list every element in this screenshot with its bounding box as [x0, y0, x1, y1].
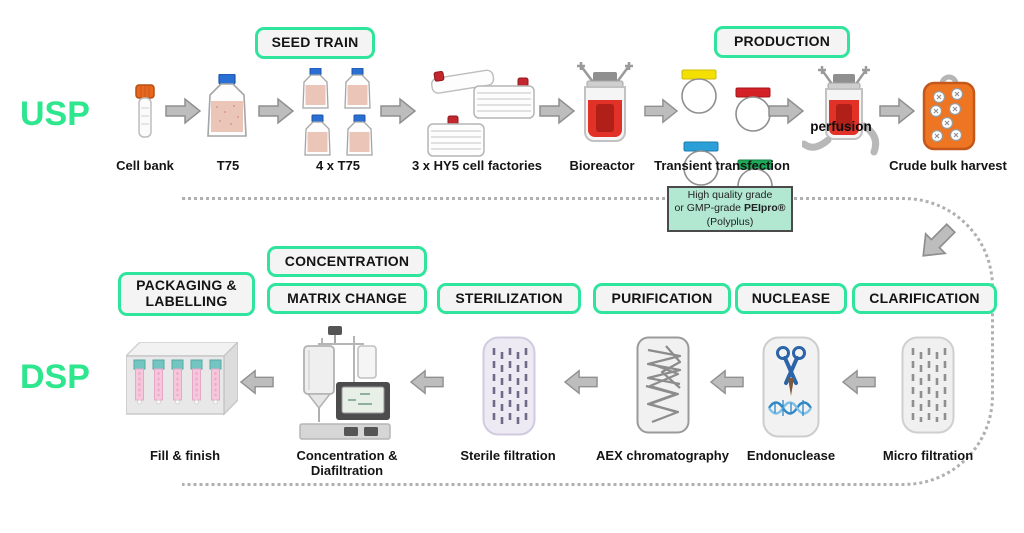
step-label-conc-diafiltration: Concentration & Diafiltration	[296, 448, 398, 479]
stage-packaging-labelling: PACKAGING & LABELLING	[118, 272, 255, 316]
step-label-transfection: Transient transfection	[654, 158, 790, 173]
step-label-sterile-filtration: Sterile filtration	[460, 448, 556, 463]
step-label-4xt75: 4 x T75	[315, 158, 361, 173]
flow-arrow-icon	[842, 369, 876, 395]
tff-skid-icon	[299, 326, 391, 440]
sterile-filter-icon	[482, 336, 536, 436]
pei-note-line3: (Polyplus)	[706, 215, 754, 228]
stage-seed-train: SEED TRAIN	[255, 27, 375, 59]
cell-bank-vial-icon	[135, 84, 155, 138]
dsp-section-label: DSP	[20, 358, 90, 396]
flow-arrow-icon	[564, 369, 598, 395]
step-label-bioreactor: Bioreactor	[569, 158, 635, 173]
bioreactor-icon	[577, 62, 633, 142]
stage-sterilization: STERILIZATION	[437, 283, 581, 314]
step-label-cell-bank: Cell bank	[116, 158, 174, 173]
step-label-aex: AEX chromatography	[596, 448, 729, 463]
pei-note-line2: or GMP-grade PEIpro®	[674, 202, 786, 215]
flow-arrow-icon	[539, 97, 575, 125]
pei-note-line1: High quality grade	[687, 189, 773, 202]
stage-matrix-change: MATRIX CHANGE	[267, 283, 427, 314]
stage-concentration: CONCENTRATION	[267, 246, 427, 277]
step-label-endonuclease: Endonuclease	[746, 448, 836, 463]
perfusion-label: perfusion	[810, 119, 872, 134]
flow-arrow-icon	[380, 97, 416, 125]
flow-arrow-icon	[410, 369, 444, 395]
usp-section-label: USP	[20, 95, 90, 133]
stage-purification: PURIFICATION	[593, 283, 731, 314]
step-label-t75: T75	[216, 158, 240, 173]
harvest-bag-icon	[922, 74, 976, 151]
step-label-crude-bulk: Crude bulk harvest	[889, 158, 1007, 173]
endonuclease-icon	[762, 336, 820, 438]
stage-nuclease: NUCLEASE	[735, 283, 847, 314]
return-arrow-icon	[922, 223, 956, 257]
flow-arrow-icon	[768, 97, 804, 125]
step-label-cell-factories: 3 x HY5 cell factories	[411, 158, 543, 173]
flow-arrow-icon	[710, 369, 744, 395]
cell-factories-icon	[427, 69, 535, 157]
flow-arrow-icon	[879, 97, 915, 125]
fill-finish-icon	[126, 342, 238, 416]
step-label-fill-finish: Fill & finish	[149, 448, 221, 463]
flow-arrow-icon	[644, 98, 678, 124]
stage-clarification: CLARIFICATION	[852, 283, 997, 314]
t75-flask-icon	[207, 74, 247, 137]
flow-connector-path	[182, 197, 994, 486]
t75-quad-icon	[302, 68, 373, 156]
stage-production: PRODUCTION	[714, 26, 850, 58]
perfusion-bioreactor-icon	[802, 66, 880, 156]
flow-arrow-icon	[240, 369, 274, 395]
flow-arrow-icon	[165, 97, 201, 125]
step-label-micro-filtration: Micro filtration	[882, 448, 974, 463]
aex-column-icon	[636, 336, 690, 434]
pei-note: High quality grade or GMP-grade PEIpro® …	[667, 186, 793, 232]
flow-arrow-icon	[258, 97, 294, 125]
micro-filter-icon	[901, 336, 955, 434]
